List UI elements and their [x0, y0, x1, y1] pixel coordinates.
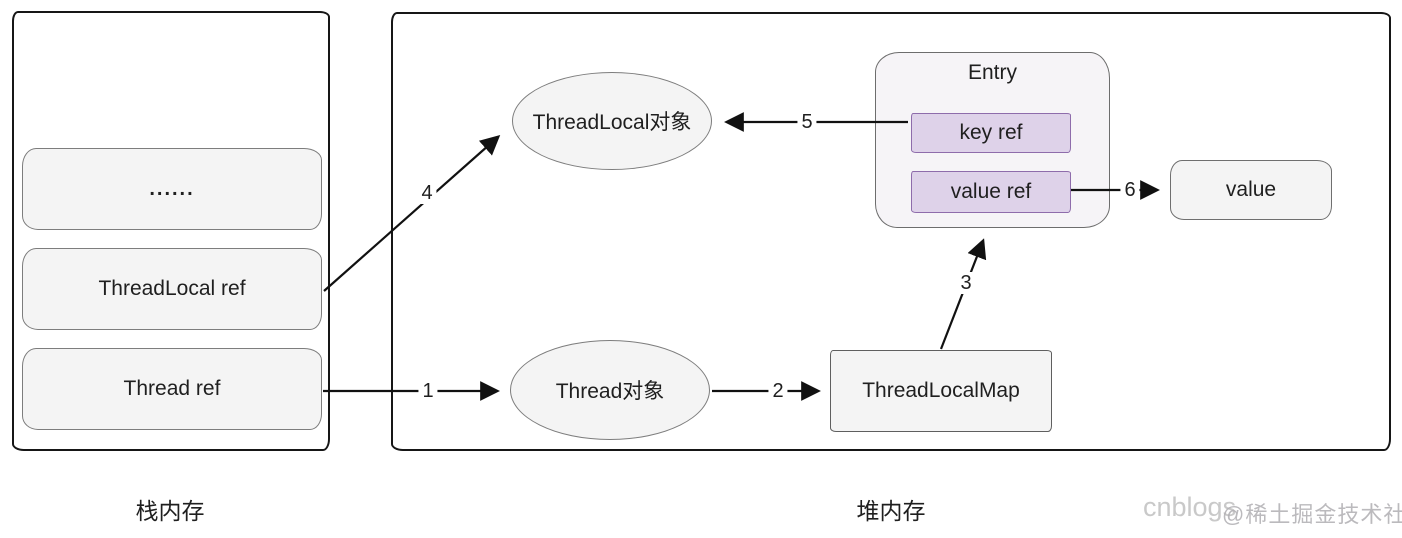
- threadlocal-ref-label: ThreadLocal ref: [98, 277, 246, 300]
- entry-title: Entry: [967, 61, 1017, 84]
- arrow-3-number: 3: [956, 272, 976, 294]
- arrow-6-number: 6: [1120, 179, 1140, 201]
- key-ref-label: key ref: [959, 121, 1023, 144]
- threadlocal-object-label: ThreadLocal对象: [532, 111, 692, 134]
- arrow-2-number: 2: [768, 380, 788, 402]
- threadlocalmap-box: ThreadLocalMap: [830, 350, 1052, 432]
- threadlocalmap-label: ThreadLocalMap: [862, 379, 1020, 402]
- value-box: value: [1170, 160, 1332, 220]
- stack-memory-caption: 栈内存: [135, 498, 205, 524]
- stack-frame-ellipsis-label: ......: [149, 177, 195, 200]
- value-ref-label: value ref: [950, 180, 1032, 203]
- thread-ref-label: Thread ref: [123, 377, 221, 400]
- arrow-1-number: 1: [418, 380, 438, 402]
- stack-frame-thread-ref: Thread ref: [22, 348, 322, 430]
- stack-frame-ellipsis: ......: [22, 148, 322, 230]
- value-ref-cell: value ref: [911, 171, 1071, 213]
- heap-memory-caption: 堆内存: [856, 498, 926, 524]
- thread-object-ellipse: Thread对象: [510, 340, 710, 440]
- watermark-community: @稀土掘金技术社区: [1222, 502, 1402, 527]
- thread-object-label: Thread对象: [555, 380, 665, 403]
- key-ref-cell: key ref: [911, 113, 1071, 153]
- watermark-cnblogs: cnblogs: [1143, 492, 1237, 522]
- arrow-5-number: 5: [797, 111, 817, 133]
- arrow-4-number: 4: [417, 182, 437, 204]
- entry-box: Entry key ref value ref: [875, 52, 1110, 228]
- threadlocal-object-ellipse: ThreadLocal对象: [512, 72, 712, 170]
- stack-frame-threadlocal-ref: ThreadLocal ref: [22, 248, 322, 330]
- value-label: value: [1225, 178, 1277, 201]
